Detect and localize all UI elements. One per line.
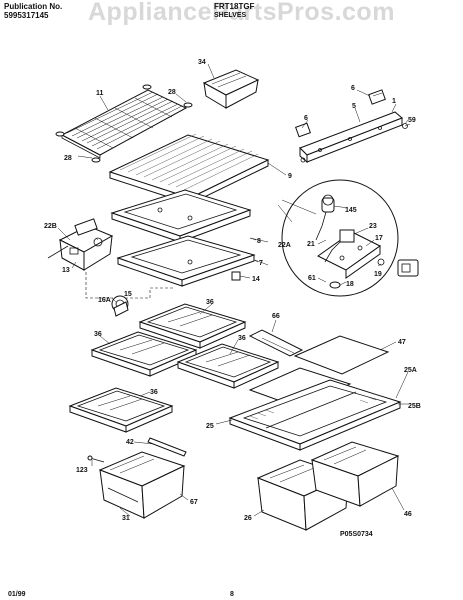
control-housing-detail — [47, 218, 114, 271]
dairy-bin — [202, 69, 260, 109]
screw — [402, 123, 408, 129]
callout-28-lower: 28 — [64, 155, 72, 162]
callout-25b: 25B — [408, 403, 421, 410]
shelf-support-rail — [299, 111, 403, 164]
shelf-frame-lower — [116, 235, 256, 287]
callout-14: 14 — [252, 276, 260, 283]
callout-66: 66 — [272, 313, 280, 320]
callout-26: 26 — [244, 515, 252, 522]
rail-screw — [300, 157, 306, 163]
rail-bracket-left — [295, 122, 311, 138]
callout-145: 145 — [345, 207, 357, 214]
callout-46: 46 — [404, 511, 412, 518]
leader-lines — [57, 63, 409, 517]
light-switch — [339, 229, 355, 243]
publication-label: Publication No. — [4, 2, 63, 11]
shelf-clips — [55, 84, 193, 163]
drawer-control — [87, 455, 105, 463]
callout-36-left: 36 — [94, 331, 102, 338]
callout-16a: 16A — [98, 297, 111, 304]
light-socket — [329, 281, 341, 289]
callout-11: 11 — [96, 90, 104, 97]
callout-13: 13 — [62, 267, 70, 274]
crisper-cover-frame — [228, 379, 402, 451]
light-cover — [111, 295, 129, 317]
watermark: AppliancePartsPros.com — [88, 0, 395, 26]
slide-out-shelf-4 — [68, 387, 174, 433]
callout-123: 123 — [76, 467, 88, 474]
footer-date: 01/99 — [8, 591, 26, 598]
drawer-slide-rail — [147, 437, 187, 457]
model-number: FRT18TGF — [214, 2, 255, 11]
callout-22a: 22A — [278, 242, 291, 249]
diagram-code: P05S0734 — [340, 531, 373, 538]
callout-9: 9 — [288, 173, 292, 180]
slide-out-shelf-3 — [176, 343, 280, 389]
section-title: SHELVES — [214, 12, 247, 19]
callout-21: 21 — [307, 241, 315, 248]
callout-31: 31 — [122, 515, 130, 522]
shelf-frame-upper — [110, 189, 252, 243]
rail-bracket-right — [368, 89, 386, 105]
callout-36-top: 36 — [206, 299, 214, 306]
callout-22b: 22B — [44, 223, 57, 230]
callout-18: 18 — [346, 281, 354, 288]
crisper-cover-trim — [248, 329, 304, 357]
callout-61: 61 — [308, 275, 316, 282]
meat-keeper-drawer — [98, 451, 186, 519]
slide-out-shelf-1 — [138, 303, 247, 349]
callout-25: 25 — [206, 423, 214, 430]
light-assembly-detail — [281, 179, 399, 297]
callout-67: 67 — [190, 499, 198, 506]
callout-36-bottom: 36 — [150, 389, 158, 396]
sensor-box — [397, 259, 419, 277]
wire-shelf — [60, 89, 188, 159]
publication-number: 5995317145 — [4, 11, 49, 20]
callout-28-upper: 28 — [168, 89, 176, 96]
shelf-stop — [231, 271, 241, 281]
callout-59: 59 — [408, 117, 416, 124]
footer-page: 8 — [230, 591, 234, 598]
callout-36-right: 36 — [238, 335, 246, 342]
light-clip — [377, 258, 385, 266]
callout-47: 47 — [398, 339, 406, 346]
callout-42: 42 — [126, 439, 134, 446]
crisper-drawer-right — [310, 441, 400, 507]
callout-15: 15 — [124, 291, 132, 298]
callout-labels: 11 28 28 34 6 5 1 6 59 9 8 7 14 145 23 1… — [8, 59, 421, 598]
callout-7: 7 — [259, 260, 263, 267]
callout-19: 19 — [374, 271, 382, 278]
callout-8: 8 — [257, 238, 261, 245]
callout-6-lower: 6 — [304, 115, 308, 122]
callout-23: 23 — [369, 223, 377, 230]
callout-6-upper: 6 — [351, 85, 355, 92]
callout-17: 17 — [375, 235, 383, 242]
callout-1: 1 — [392, 98, 396, 105]
callout-34: 34 — [198, 59, 206, 66]
callout-5: 5 — [352, 103, 356, 110]
callout-25a: 25A — [404, 367, 417, 374]
slide-out-shelf-2 — [90, 331, 198, 377]
